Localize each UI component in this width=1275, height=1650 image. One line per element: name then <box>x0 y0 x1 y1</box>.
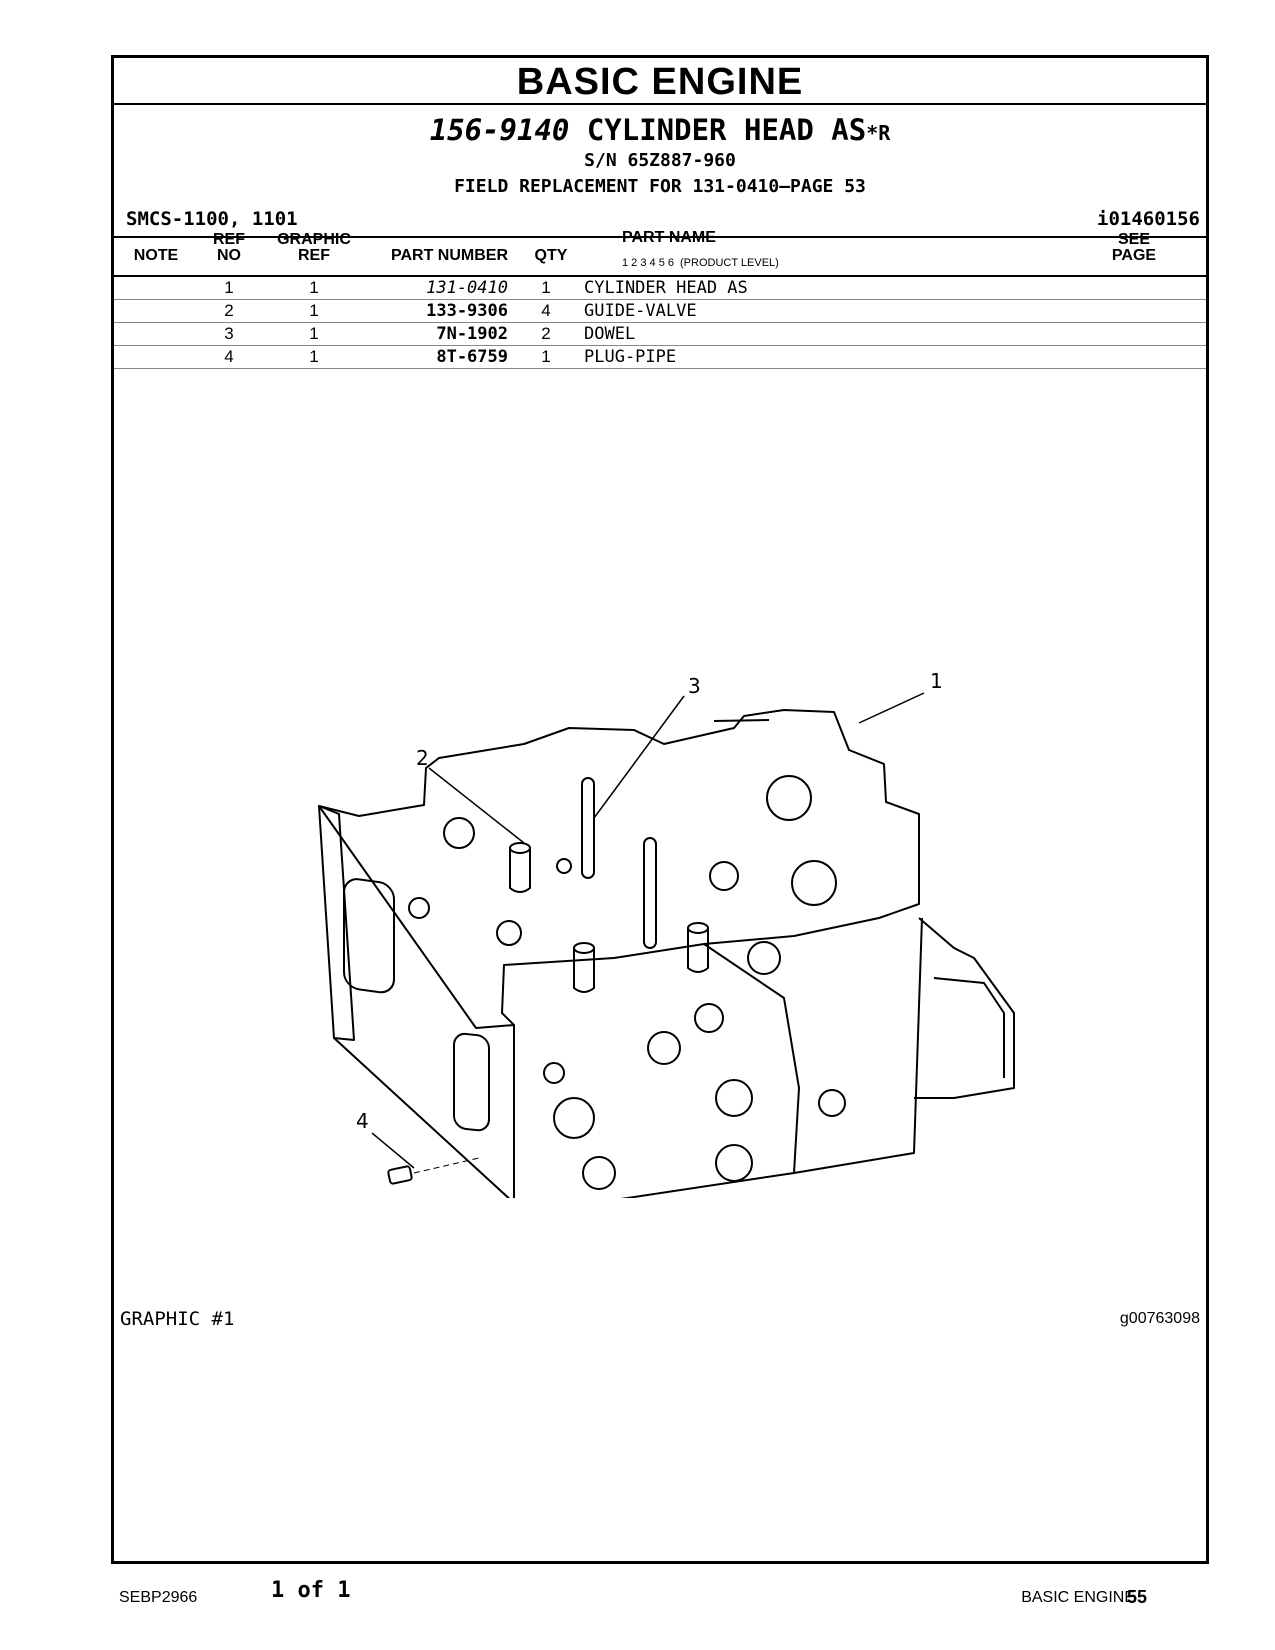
illustration-id: i01460156 <box>1097 208 1200 230</box>
callout-1: 1 <box>930 669 943 693</box>
graphic-cell: 1 <box>254 345 374 369</box>
cylinder-head-illustration: 1 2 3 4 <box>318 669 1015 1198</box>
page-frame: BASIC ENGINE 156-9140 CYLINDER HEAD AS*R… <box>111 55 1209 1564</box>
qty-cell: 4 <box>508 299 584 323</box>
smcs-code: SMCS-1100, 1101 <box>126 208 298 230</box>
graphic-label: GRAPHIC #1 <box>120 1308 235 1330</box>
qty-cell: 2 <box>508 322 584 346</box>
left-end-plate <box>318 805 515 1198</box>
field-replacement: FIELD REPLACEMENT FOR 131-0410—PAGE 53 <box>454 176 866 197</box>
col-part-number: PART NUMBER <box>390 247 508 264</box>
leader-line <box>371 1132 415 1169</box>
group-suffix: *R <box>866 121 891 145</box>
ref-cell: 1 <box>204 277 254 300</box>
group-part-number[interactable]: 156-9140 <box>429 113 570 147</box>
part-name-cell: CYLINDER HEAD AS <box>584 277 1099 300</box>
col-note: NOTE <box>133 247 179 264</box>
ref-cell: 3 <box>204 322 254 346</box>
qty-cell: 1 <box>508 277 584 300</box>
part-name-cell: PLUG-PIPE <box>584 345 1099 369</box>
graphic-cell: 1 <box>254 277 374 300</box>
part-number-cell[interactable]: 7N-1902 <box>374 322 508 346</box>
part-name-cell: DOWEL <box>584 322 1099 346</box>
footer-doc-number: SEBP2966 <box>119 1589 198 1606</box>
product-levels: 1 2 3 4 5 6(PRODUCT LEVEL) <box>622 257 779 269</box>
callout-3: 3 <box>688 674 701 698</box>
col-part-name: PART NAME <box>622 229 716 246</box>
front-face <box>513 943 800 1198</box>
col-qty: QTY <box>534 247 568 264</box>
port-opening <box>343 878 395 994</box>
see-page-cell <box>1099 299 1206 323</box>
section-title: BASIC ENGINE <box>114 58 1206 105</box>
part-name-cell: GUIDE-VALVE <box>584 299 1099 323</box>
ref-cell: 4 <box>204 345 254 369</box>
callout-2: 2 <box>416 746 429 770</box>
table-row[interactable]: 2 1 133-9306 4 GUIDE-VALVE <box>114 299 1206 323</box>
graphic-cell: 1 <box>254 299 374 323</box>
see-page-cell <box>1099 345 1206 369</box>
leader-line <box>593 695 685 819</box>
part-number-cell[interactable]: 8T-6759 <box>374 345 508 369</box>
qty-cell: 1 <box>508 345 584 369</box>
table-row[interactable]: 4 1 8T-6759 1 PLUG-PIPE <box>114 345 1206 369</box>
note-cell <box>114 345 204 369</box>
dowel-part <box>581 777 657 949</box>
part-number-cell[interactable]: 131-0410 <box>374 277 508 300</box>
graphic-cell: 1 <box>254 322 374 346</box>
serial-number: S/N 65Z887-960 <box>584 150 736 171</box>
leader-line <box>858 692 925 724</box>
note-cell <box>114 299 204 323</box>
note-cell <box>114 322 204 346</box>
parts-table: 1 1 131-0410 1 CYLINDER HEAD AS 2 1 133-… <box>114 277 1206 369</box>
valve-guide-part <box>509 842 709 993</box>
note-cell <box>114 277 204 300</box>
part-number-cell[interactable]: 133-9306 <box>374 299 508 323</box>
group-name: CYLINDER HEAD AS <box>586 113 867 147</box>
pipe-plug-part <box>387 1165 413 1185</box>
see-page-cell <box>1099 277 1206 300</box>
footer-section: BASIC ENGINE <box>1021 1589 1135 1606</box>
footer-page-number: 55 <box>1126 1587 1147 1607</box>
callout-4: 4 <box>356 1109 369 1133</box>
ref-cell: 2 <box>204 299 254 323</box>
footer-page-count: 1 of 1 <box>271 1578 351 1603</box>
group-title: 156-9140 CYLINDER HEAD AS*R <box>114 113 1206 150</box>
head-top-surface <box>318 709 920 1029</box>
port-opening <box>453 1032 490 1132</box>
header-bottom-rule <box>114 275 1206 277</box>
leader-line <box>413 1157 480 1174</box>
right-flange <box>914 917 1015 1099</box>
header-top-rule <box>114 236 1206 238</box>
graphic-id: g00763098 <box>1119 1310 1200 1327</box>
leader-line <box>428 767 525 844</box>
table-row[interactable]: 1 1 131-0410 1 CYLINDER HEAD AS <box>114 277 1206 300</box>
leader-line <box>713 719 770 722</box>
see-page-cell <box>1099 322 1206 346</box>
table-row[interactable]: 3 1 7N-1902 2 DOWEL <box>114 322 1206 346</box>
surface-holes <box>408 775 846 1190</box>
